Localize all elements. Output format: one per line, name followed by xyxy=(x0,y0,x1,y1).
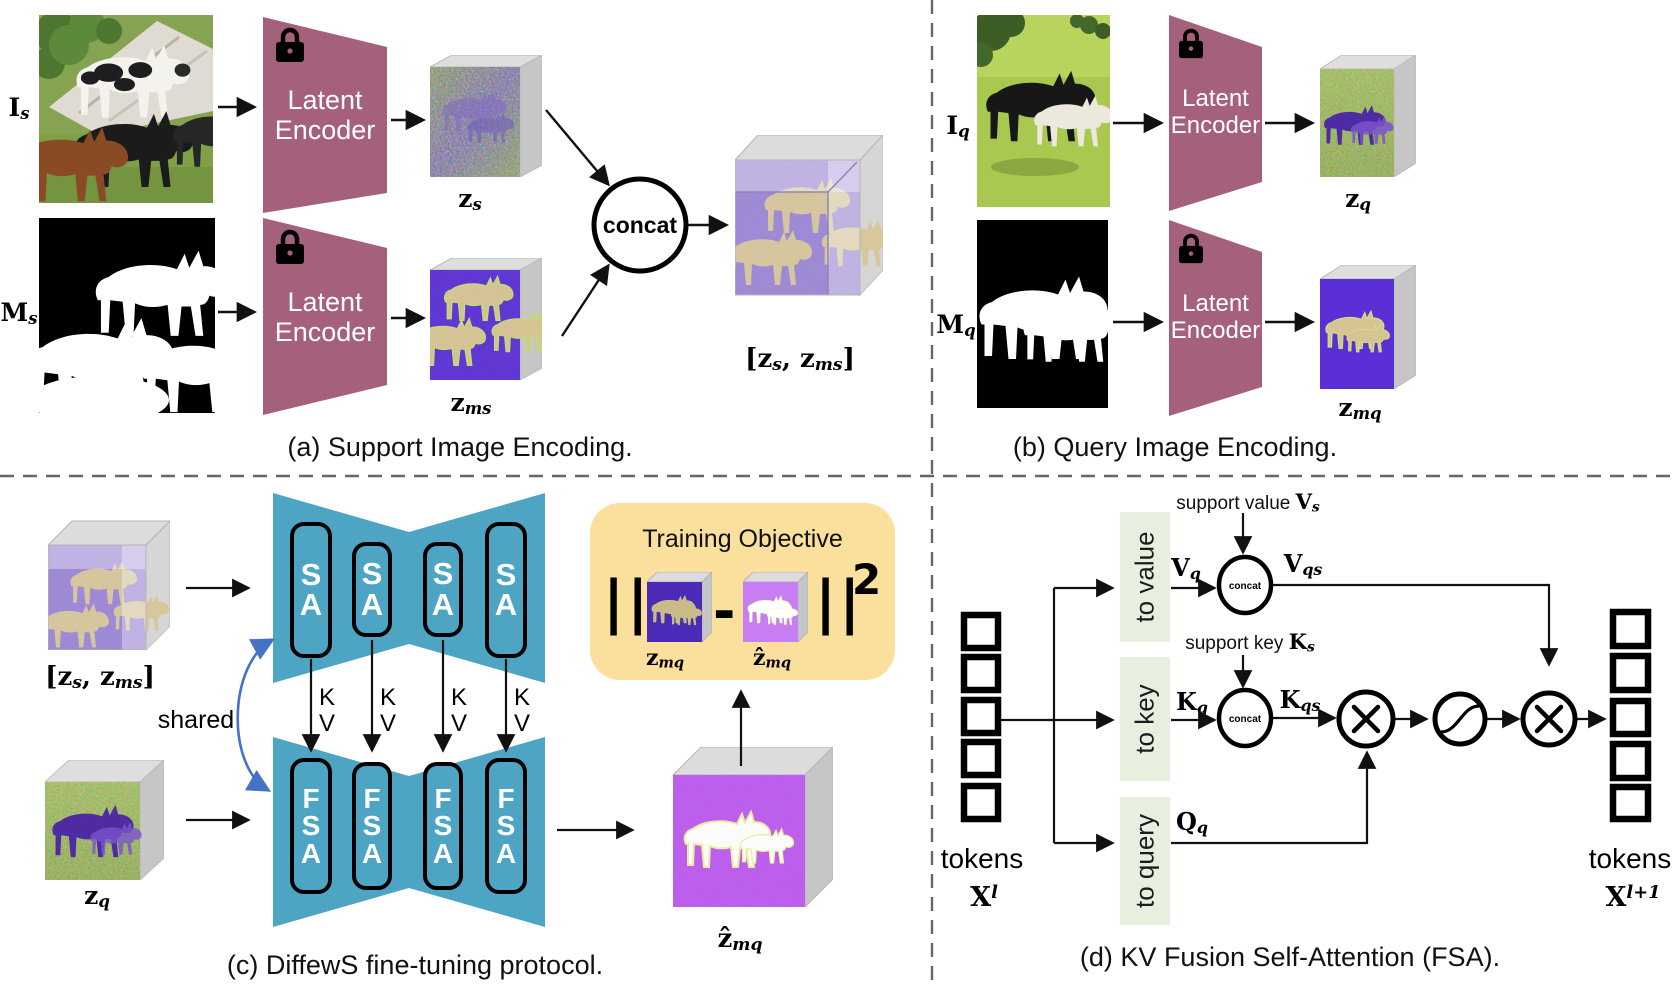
vqs-label: Vqs xyxy=(1283,549,1323,580)
training-objective-title: Training Objective xyxy=(642,525,843,553)
k-label-1: K xyxy=(319,684,336,711)
support-mask-latent-label: zms xyxy=(450,388,492,419)
v-label-1: V xyxy=(319,710,336,737)
matmul-icon xyxy=(1336,689,1396,749)
caption-panel-c: (c) DiffewS fine-tuning protocol. xyxy=(226,950,604,980)
tokens-in-label: tokens xyxy=(940,843,1024,874)
lock-icon xyxy=(1179,28,1203,59)
v-label-3: V xyxy=(451,710,468,737)
tokens-out-symbol: Xl+1 xyxy=(1605,882,1661,913)
concat-key-circle xyxy=(1216,687,1274,749)
qq-label: Qq xyxy=(1176,807,1208,838)
concat-key-label: concat xyxy=(1229,714,1262,725)
v-label-4: V xyxy=(514,710,531,737)
support-image xyxy=(39,15,213,203)
k-label-3: K xyxy=(451,684,468,711)
objective-pred-label: ẑmq xyxy=(752,645,791,672)
tokens-out-stack xyxy=(1609,608,1652,823)
lock-icon xyxy=(276,229,304,264)
support-concat-label: [zs, zms] xyxy=(745,344,855,376)
support-value-label: support value Vs xyxy=(1176,489,1320,516)
concat-value-label: concat xyxy=(1229,581,1262,592)
concat-value-circle xyxy=(1216,554,1274,616)
support-concat-cube xyxy=(735,135,883,297)
norm-open: || xyxy=(603,568,652,636)
to-key-projection: to key xyxy=(1120,657,1170,781)
query-mask-latent xyxy=(1320,265,1416,389)
caption-panel-d: (d) KV Fusion Self-Attention (FSA). xyxy=(1079,942,1501,972)
caption-panel-b: (b) Query Image Encoding. xyxy=(1012,432,1338,462)
query-mask-label: Mq xyxy=(936,310,976,341)
query-mask xyxy=(977,220,1108,408)
tokens-in-stack xyxy=(960,611,1002,823)
holstein-cow xyxy=(76,44,191,118)
support-image-latent-label: zs xyxy=(458,184,482,215)
support-mask-label: Ms xyxy=(0,298,38,329)
v-label-2: V xyxy=(380,710,397,737)
query-image-latent-label: zq xyxy=(1345,184,1371,215)
lock-icon xyxy=(276,27,304,62)
support-image-label: Is xyxy=(8,93,30,124)
objective-target-cube xyxy=(647,572,712,642)
concat-circle-label: concat xyxy=(603,212,677,238)
norm-close: || xyxy=(815,568,864,636)
matmul-icon-2 xyxy=(1520,690,1578,748)
finetune-support-input-label: [zs, zms] xyxy=(45,662,155,694)
concat-circle xyxy=(591,176,689,274)
training-objective-box: Training Objective || - || 2 zmq ẑmq xyxy=(590,503,895,680)
query-image-latent xyxy=(1320,55,1416,177)
query-mask-latent-label: zmq xyxy=(1338,393,1382,424)
predicted-latent-cube xyxy=(671,747,833,907)
query-image-label: Iq xyxy=(946,111,970,142)
support-key-label: support key Ks xyxy=(1185,629,1315,656)
lock-icon xyxy=(1179,233,1203,264)
to-query-projection: to query xyxy=(1120,797,1170,925)
support-mask-latent xyxy=(430,258,542,380)
kqs-label: Kqs xyxy=(1279,685,1321,716)
minus-sign: - xyxy=(713,580,736,643)
query-image xyxy=(977,15,1110,207)
unet-support-sa xyxy=(273,493,545,683)
support-mask xyxy=(39,218,215,413)
finetune-query-input-cube xyxy=(45,760,164,880)
norm-exponent: 2 xyxy=(852,555,882,604)
softmax-icon xyxy=(1432,691,1488,747)
to-value-projection: to value xyxy=(1120,512,1170,642)
tokens-out-label: tokens xyxy=(1588,843,1672,874)
objective-pred-cube xyxy=(743,572,808,642)
shared-label: shared xyxy=(157,706,235,734)
predicted-latent-label: ẑmq xyxy=(717,924,763,956)
tokens-in-symbol: Xl xyxy=(970,882,998,913)
caption-panel-a: (a) Support Image Encoding. xyxy=(287,432,633,462)
k-label-2: K xyxy=(380,684,397,711)
finetune-support-input-cube xyxy=(48,520,170,650)
vq-label: Vq xyxy=(1171,553,1201,584)
kq-label: Kq xyxy=(1176,687,1208,718)
objective-target-label: zmq xyxy=(645,645,684,672)
k-label-4: K xyxy=(514,684,531,711)
support-image-latent xyxy=(430,55,542,177)
finetune-query-input-label: zq xyxy=(84,881,110,912)
unet-query-fsa xyxy=(273,737,545,927)
